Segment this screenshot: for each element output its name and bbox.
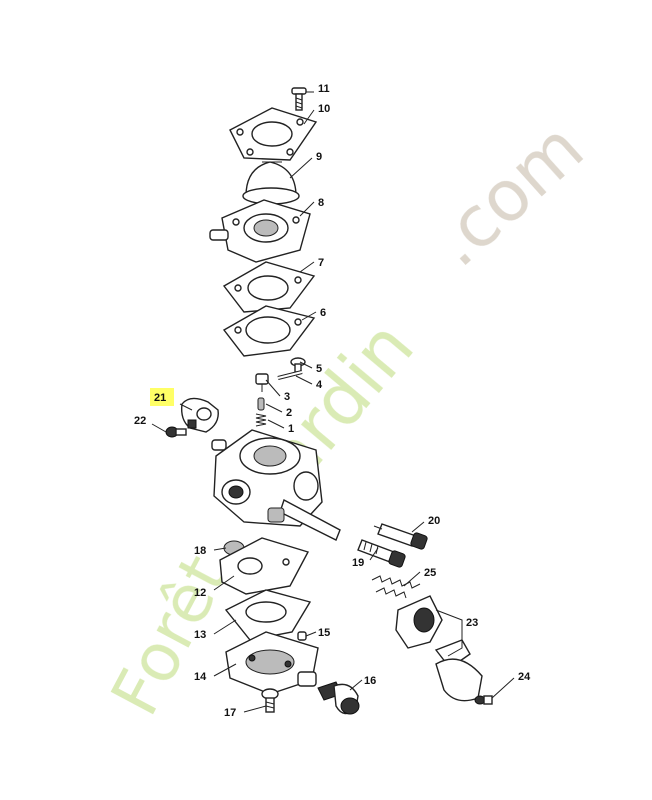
part-gasket-12 xyxy=(219,537,310,595)
part-clamp-21 xyxy=(180,397,219,433)
part-lever-3 xyxy=(255,373,269,392)
part-screw-17 xyxy=(261,688,279,713)
part-adjust-screw-20 xyxy=(373,523,428,550)
part-cover-10 xyxy=(229,107,318,161)
callout-8[interactable]: 8 xyxy=(318,197,324,209)
part-primer-housing-8 xyxy=(209,199,311,263)
callout-10[interactable]: 10 xyxy=(318,103,330,115)
callout-20[interactable]: 20 xyxy=(428,515,440,527)
callout-9[interactable]: 9 xyxy=(316,151,322,163)
part-screw-11 xyxy=(291,87,307,111)
callout-13[interactable]: 13 xyxy=(194,629,206,641)
callout-15[interactable]: 15 xyxy=(318,627,330,639)
callout-23[interactable]: 23 xyxy=(466,617,478,629)
part-pin-4 xyxy=(277,370,303,380)
callout-6[interactable]: 6 xyxy=(320,307,326,319)
callout-12[interactable]: 12 xyxy=(194,587,206,599)
callout-16[interactable]: 16 xyxy=(364,675,376,687)
part-plug-15 xyxy=(297,631,307,641)
part-gasket-6 xyxy=(222,305,316,357)
callout-5[interactable]: 5 xyxy=(316,363,322,375)
part-primer-bulb-9 xyxy=(242,161,300,205)
part-cover-14 xyxy=(225,631,319,695)
callout-14[interactable]: 14 xyxy=(194,671,207,683)
part-needle-2 xyxy=(257,397,265,411)
callout-24[interactable]: 24 xyxy=(518,671,531,683)
part-adjust-screw-19 xyxy=(357,539,406,568)
callout-18[interactable]: 18 xyxy=(194,545,206,557)
callout-11[interactable]: 11 xyxy=(318,83,330,95)
part-assembly-23 xyxy=(395,595,483,702)
leader-lines xyxy=(151,91,515,713)
callout-25[interactable]: 25 xyxy=(424,567,436,579)
watermark: Forêt Jardin .com xyxy=(96,107,599,728)
part-spring-1 xyxy=(255,413,267,427)
callout-1[interactable]: 1 xyxy=(288,423,294,435)
callout-19[interactable]: 19 xyxy=(352,557,364,569)
highlight-box-21 xyxy=(150,388,174,406)
callout-3[interactable]: 3 xyxy=(284,391,290,403)
callout-22[interactable]: 22 xyxy=(134,415,146,427)
watermark-com: .com xyxy=(417,107,600,283)
callout-4[interactable]: 4 xyxy=(316,379,323,391)
callout-21[interactable]: 21 xyxy=(154,392,166,404)
part-screw-5 xyxy=(290,357,306,373)
part-screw-24 xyxy=(474,695,493,705)
callout-labels: 1 2 3 4 5 6 7 8 9 10 11 12 13 14 15 16 1… xyxy=(134,83,531,719)
callout-7[interactable]: 7 xyxy=(318,257,324,269)
part-knob-16 xyxy=(317,681,360,715)
callout-2[interactable]: 2 xyxy=(286,407,292,419)
part-carburetor-body xyxy=(211,429,341,541)
part-spring-25 xyxy=(371,575,421,599)
callout-17[interactable]: 17 xyxy=(224,707,236,719)
part-diaphragm-13 xyxy=(224,589,312,641)
part-screw-22 xyxy=(165,426,187,438)
part-diaphragm-7 xyxy=(222,261,316,313)
